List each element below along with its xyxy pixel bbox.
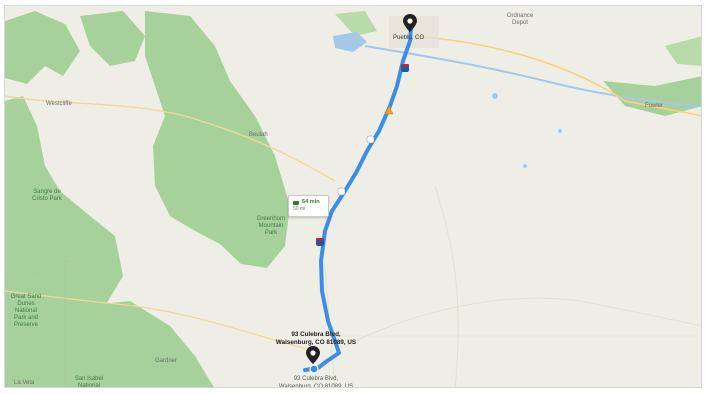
- road: [409, 35, 701, 117]
- lake: [333, 32, 367, 52]
- car-icon: [293, 200, 299, 205]
- destination-pin-icon: [306, 346, 320, 364]
- route-info-card[interactable]: 54 min 50 mi: [288, 195, 332, 217]
- highway-shield: [316, 238, 324, 246]
- place-label: Beulah: [249, 132, 268, 138]
- park-label: Sangre de Cristo Park: [32, 189, 62, 202]
- forest-area: [145, 11, 290, 268]
- place-label: Westcliffe: [46, 101, 72, 107]
- place-label: Ordnance Depot: [506, 13, 534, 26]
- origin-label: Pueblo, CO: [393, 35, 425, 41]
- park-label: Greenhorn Mountain Park: [256, 216, 286, 236]
- forest-area: [335, 11, 377, 36]
- forest-area: [83, 301, 214, 387]
- road: [344, 297, 701, 347]
- forest-area: [5, 11, 80, 84]
- road: [5, 95, 336, 182]
- river: [364, 45, 701, 107]
- place-label: Fowler: [645, 103, 664, 109]
- highway-shield: [366, 135, 375, 144]
- place-label: Gardner: [155, 358, 178, 364]
- place-label: La Veta: [14, 380, 35, 386]
- forest-area: [665, 36, 701, 66]
- forest-area: [80, 11, 145, 66]
- route-duration: 54 min: [302, 199, 320, 205]
- highway-shield: [401, 64, 409, 72]
- road: [434, 185, 459, 387]
- warning-icon: [384, 105, 394, 115]
- road: [5, 290, 316, 352]
- park-label: San Isabel National Forest: [74, 376, 104, 388]
- route-distance: 50 mi: [293, 206, 306, 212]
- destination-label-bold: 93 Culebra Blvd, Walsenburg, CO 81089, U…: [275, 331, 357, 346]
- origin-pin-icon: [403, 14, 417, 32]
- map-terrain: [5, 11, 701, 387]
- park-label: Great Sand Dunes National Park and Prese…: [10, 294, 42, 328]
- route-line: [303, 24, 413, 372]
- destination-dot-icon: [309, 364, 319, 374]
- forest-area: [603, 76, 701, 116]
- map-canvas[interactable]: Pueblo, CO Ordnance Depot Fowler Westcli…: [4, 5, 702, 388]
- destination-label: 93 Culebra Blvd, Walsenburg, CO 81089, U…: [278, 376, 354, 388]
- highway-shield: [337, 187, 346, 196]
